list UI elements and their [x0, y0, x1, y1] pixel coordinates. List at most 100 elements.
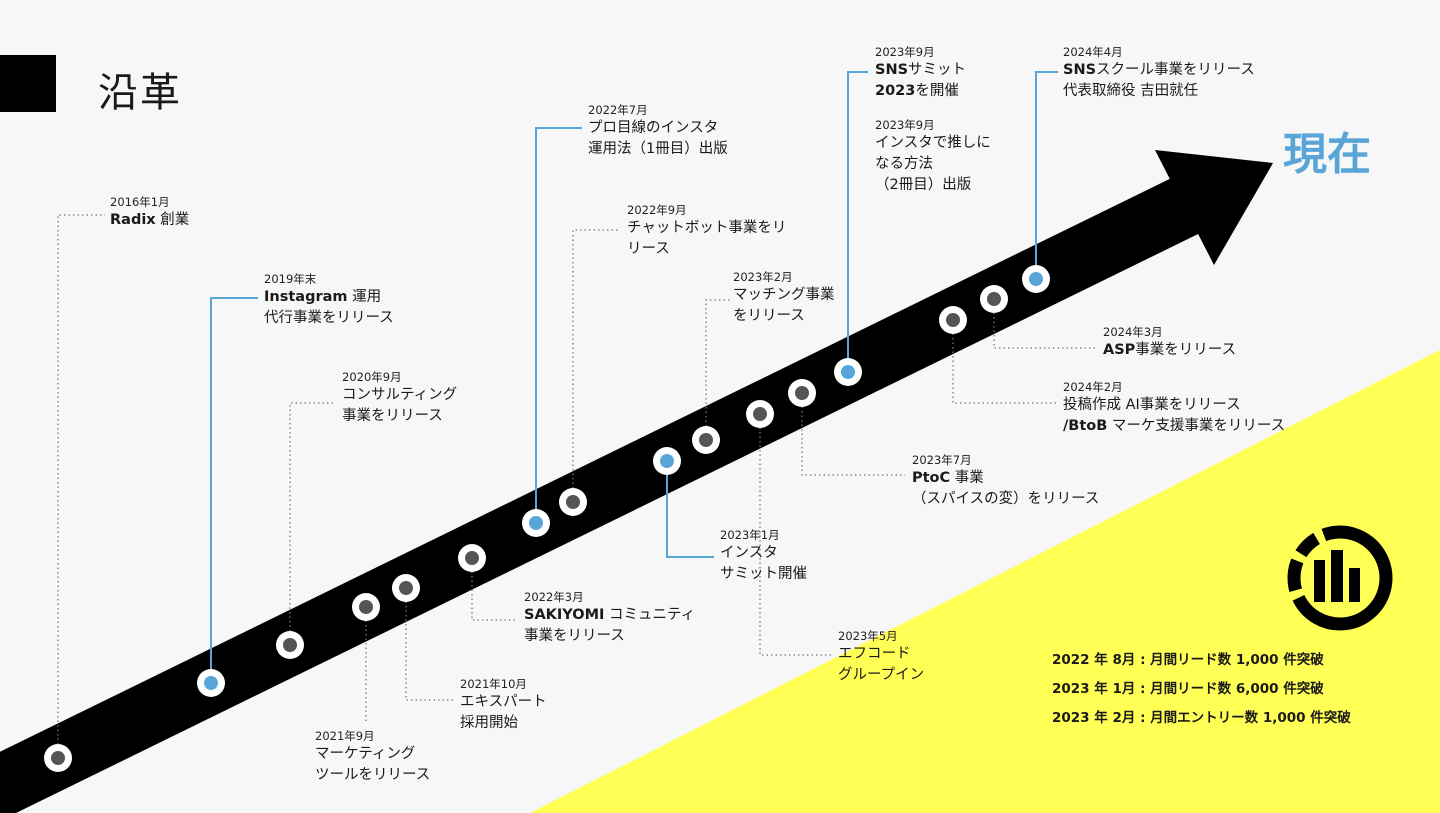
timeline-dot: [692, 426, 720, 454]
connector-line: [801, 393, 905, 476]
event-date: 2016年1月: [110, 195, 170, 209]
connector-line: [405, 588, 455, 701]
event-date: 2022年9月: [627, 203, 687, 217]
event-description: /BtoB マーケ支援事業をリリース: [1063, 416, 1285, 437]
title-marker: [0, 55, 56, 112]
timeline-dot: [746, 400, 774, 428]
event-date: 2023年2月: [733, 270, 793, 284]
event-description: インスタで推しに: [875, 133, 991, 154]
event-description: SNSスクール事業をリリース: [1063, 60, 1255, 81]
event-description: SNSサミット: [875, 60, 966, 81]
event-description: 採用開始: [460, 713, 547, 734]
stat-line: 2023 年 2月 : 月間エントリー数 1,000 件突破: [1052, 710, 1351, 726]
timeline-dot: [44, 744, 72, 772]
event-description-text: をリリース: [733, 308, 805, 324]
event-description-text: 運用法（1冊目）出版: [588, 141, 728, 157]
event-description-bold: PtoC: [912, 470, 951, 486]
event-description: Instagram 運用: [264, 287, 394, 308]
event-description: マーケティング: [315, 744, 430, 765]
event-description-text: を開催: [915, 83, 959, 99]
event-description: ツールをリリース: [315, 765, 430, 786]
timeline-dot: [392, 574, 420, 602]
event-description-bold: ASP: [1103, 342, 1136, 358]
timeline-dot: [197, 669, 225, 697]
yellow-background-triangle: [530, 350, 1440, 813]
event-description-text: エキスパート: [460, 694, 547, 710]
event-description: 運用法（1冊目）出版: [588, 139, 728, 160]
event-description-text: 事業をリリース: [342, 408, 443, 424]
event-description-bold: SNS: [1063, 62, 1097, 78]
event-description-text: チャットボット事業をリ: [627, 220, 787, 236]
event-description-bold: /BtoB: [1063, 418, 1108, 434]
event-description: （2冊目）出版: [875, 175, 991, 196]
event-date: 2023年1月: [720, 528, 780, 542]
event-description-text: プロ目線のインスタ: [588, 120, 719, 136]
event-description-bold: Radix: [110, 212, 156, 228]
timeline-event: 2020年9月コンサルティング事業をリリース: [342, 369, 457, 427]
event-description: コンサルティング: [342, 385, 457, 406]
event-date: 2023年9月: [875, 118, 935, 132]
event-description: インスタ: [720, 543, 807, 564]
timeline-event: 2021年10月エキスパート採用開始: [460, 676, 547, 734]
connector-line: [572, 229, 620, 502]
timeline-event: 2023年2月マッチング事業をリリース: [733, 269, 835, 327]
connector-line: [666, 461, 714, 558]
event-description-text: インスタ: [720, 545, 778, 561]
arrow-head: [1155, 150, 1273, 265]
event-description: エフコード: [838, 644, 924, 665]
event-description: 2023を開催: [875, 81, 966, 102]
event-description: PtoC 事業: [912, 468, 1099, 489]
event-description-text: ツールをリリース: [315, 767, 431, 783]
event-description: チャットボット事業をリ: [627, 218, 786, 239]
event-description-text: サミット開催: [720, 566, 807, 582]
timeline-dot: [1022, 265, 1050, 293]
event-date: 2022年7月: [588, 103, 648, 117]
event-date: 2023年5月: [838, 629, 898, 643]
event-description-bold: SNS: [875, 62, 909, 78]
timeline-dot: [559, 488, 587, 516]
event-description: （スパイスの変）をリリース: [912, 489, 1099, 510]
event-description-text: リース: [627, 241, 670, 257]
event-description-text: コミュニティ: [604, 607, 696, 623]
event-date: 2019年末: [264, 272, 317, 286]
event-date: 2023年7月: [912, 453, 972, 467]
timeline-dot: [458, 544, 486, 572]
timeline-event: 2023年5月エフコードグループイン: [838, 628, 924, 686]
event-description-text: 代行事業をリリース: [264, 310, 394, 326]
event-description-text: インスタで推しに: [875, 135, 991, 151]
timeline-event: 2024年2月投稿作成 AI事業をリリース/BtoB マーケ支援事業をリリース: [1063, 379, 1285, 437]
event-description-text: マーケティング: [315, 746, 416, 762]
event-date: 2022年3月: [524, 590, 584, 604]
event-description: Radix 創業: [110, 210, 189, 231]
connector-line: [847, 71, 868, 372]
timeline-dot: [276, 631, 304, 659]
event-description: サミット開催: [720, 564, 807, 585]
event-description: グループイン: [838, 665, 924, 686]
connector-line: [1035, 71, 1058, 279]
connector-line: [57, 214, 105, 758]
event-description-text: 事業をリリース: [524, 628, 625, 644]
event-description: 事業をリリース: [524, 626, 695, 647]
event-description-bold: Instagram: [264, 289, 348, 305]
timeline-dot: [653, 447, 681, 475]
event-description: 投稿作成 AI事業をリリース: [1063, 395, 1285, 416]
event-description-text: スクール事業をリリース: [1096, 62, 1255, 78]
event-description-text: （スパイスの変）をリリース: [912, 491, 1100, 507]
event-description-text: なる方法: [875, 156, 933, 172]
event-date: 2020年9月: [342, 370, 402, 384]
event-description: エキスパート: [460, 692, 547, 713]
event-description-bold: 2023: [875, 83, 916, 99]
event-description-text: エフコード: [838, 646, 911, 662]
event-description-text: マッチング事業: [733, 287, 835, 303]
event-date: 2023年9月: [875, 45, 935, 59]
event-description: 事業をリリース: [342, 406, 457, 427]
event-description: 代表取締役 吉田就任: [1063, 81, 1255, 102]
analytics-chart-icon: [1287, 525, 1393, 631]
